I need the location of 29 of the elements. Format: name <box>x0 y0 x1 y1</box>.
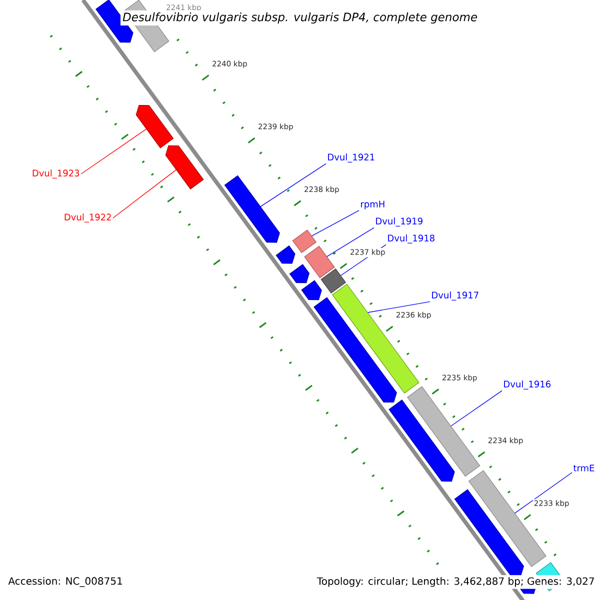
gene-label: rpmH <box>361 200 384 210</box>
gene-block <box>454 489 524 576</box>
genome-info-overlay: Topology: circular; Length: 3,462,887 bp; Genes: 3,027 <box>314 575 597 589</box>
gene-block <box>301 280 322 300</box>
leader-line <box>312 210 360 236</box>
accession-text: Accession: NC_008751 <box>6 575 125 589</box>
gene-label: trmE <box>573 464 594 472</box>
leader-line <box>368 301 430 313</box>
gene-label: Dvul_1917 <box>432 292 478 300</box>
gene-label: Dvul_1916 <box>504 380 550 390</box>
gene-label: Dvul_1921 <box>328 154 374 162</box>
leader-line <box>80 128 147 174</box>
gene-label: Dvul_1923 <box>32 170 80 178</box>
leader-line <box>326 227 374 257</box>
gene-block <box>388 400 455 482</box>
gene-block <box>165 145 204 190</box>
gene-label: Dvul_1918 <box>388 234 434 244</box>
leader-line <box>514 472 572 514</box>
leader-line <box>450 390 502 426</box>
leader-line <box>112 169 176 218</box>
gene-block <box>314 297 397 403</box>
gene-label: Dvul_1922 <box>64 214 111 222</box>
gene-label: Dvul_1919 <box>376 218 422 226</box>
gene-block <box>224 175 280 243</box>
gene-block <box>304 246 335 278</box>
gene-block <box>136 104 174 148</box>
leader-line <box>260 163 326 207</box>
title: Desulfovibrio vulgaris subsp. vulgaris DP4, complete genome <box>120 10 480 26</box>
gene-block <box>292 230 317 254</box>
